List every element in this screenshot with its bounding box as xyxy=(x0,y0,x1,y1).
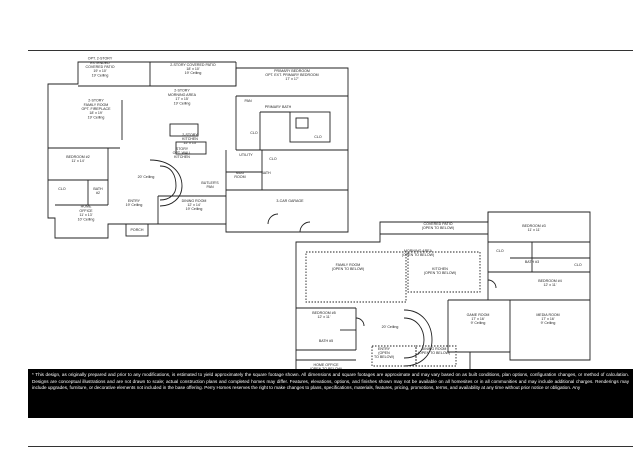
room-label-covered-patio: 18' x 10' xyxy=(186,67,199,71)
room-label-study: KITCHEN xyxy=(174,155,190,159)
room-label-entry: 19' Ceiling xyxy=(126,203,143,207)
room-label-bath-5: BATH #5 xyxy=(319,339,333,343)
room-label-kitchen: KITCHEN xyxy=(182,137,198,141)
room-label-media-room: MEDIA ROOM xyxy=(536,313,559,317)
room-label-family-room: FAMILY ROOM xyxy=(84,103,109,107)
room-label-entry-2: ENTRY xyxy=(378,347,391,351)
room-label-mud-room: ROOM xyxy=(234,175,245,179)
room-label-bedroom-3: 11' x 11' xyxy=(528,228,541,232)
room-label-butlers-pan: PAN xyxy=(206,185,214,189)
room-label-entry-2: (OPEN xyxy=(378,351,390,355)
room-label-covered-patio: 2-STORY COVERED PATIO xyxy=(170,63,216,67)
room-label-bedroom-4: BEDROOM #4 xyxy=(538,279,562,283)
room-label-dining-room: 19' Ceiling xyxy=(186,207,203,211)
room-label-bath: BATH xyxy=(261,171,271,175)
room-label-bath-2: #2 xyxy=(96,191,100,195)
room-label-covered-patio: 19' Ceiling xyxy=(185,71,202,75)
room-label-entry-2: TO BELOW) xyxy=(374,355,394,359)
room-label-covered-patio-2: COVERED PATIO xyxy=(423,222,452,226)
room-label-game-room: 9' Ceiling xyxy=(471,321,486,325)
room-label-kitchen-2: KITCHEN xyxy=(432,267,448,271)
room-label-study: OPT. WALL xyxy=(173,151,192,155)
room-label-clo-6: CLO xyxy=(574,263,582,267)
room-label-bedroom-5: BEDROOM #5 xyxy=(312,311,336,315)
room-label-bath-2: BATH xyxy=(93,187,103,191)
room-label-stair-ceiling-2: 20' Ceiling xyxy=(382,325,399,329)
room-label-mud-room: MUD xyxy=(236,171,245,175)
room-label-morning-area: 17' x 15' xyxy=(175,97,188,101)
room-label-home-office: OFFICE xyxy=(79,209,93,213)
room-label-opt-covered-patio: OPT. 2-STORY xyxy=(88,57,113,61)
room-label-morning-area-2: MORNING AREA xyxy=(404,249,433,253)
room-label-garage: 3-CAR GARAGE xyxy=(276,199,304,203)
room-label-primary-bath: PRIMARY BATH xyxy=(265,105,292,109)
room-label-utility: UTILITY xyxy=(239,153,253,157)
room-label-morning-area-2: (OPEN TO BELOW) xyxy=(402,253,434,257)
floor-1-walls xyxy=(47,61,349,239)
room-label-clo-3: CLO xyxy=(269,157,277,161)
floor-2-labels: COVERED PATIO(OPEN TO BELOW)BEDROOM #311… xyxy=(310,222,582,371)
room-label-morning-area: 19' Ceiling xyxy=(174,101,191,105)
room-label-media-room: 17' x 16' xyxy=(541,317,554,321)
room-label-media-room: 9' Ceiling xyxy=(541,321,556,325)
bottom-rule xyxy=(28,446,633,447)
room-label-game-room: 17' x 16' xyxy=(471,317,484,321)
room-label-stair-ceiling: 20' Ceiling xyxy=(138,175,155,179)
room-label-kitchen: 15' x 13' xyxy=(183,141,196,145)
room-label-family-room: 2-STORY xyxy=(88,99,104,103)
room-label-family-room: OPT. FIREPLACE xyxy=(82,107,112,111)
room-label-home-office: HOME xyxy=(81,205,92,209)
room-label-dining-room: 12' x 14' xyxy=(187,203,200,207)
room-label-bedroom-2: 11' x 14' xyxy=(72,159,85,163)
room-label-primary-bedroom: OPT. EXT. PRIMARY BEDROOM xyxy=(265,73,318,77)
room-label-porch: PORCH xyxy=(131,228,144,232)
room-label-family-room: 19' Ceiling xyxy=(88,115,105,119)
room-label-kitchen-2: (OPEN TO BELOW) xyxy=(424,271,456,275)
room-label-home-office: 11' x 13' xyxy=(80,213,93,217)
room-label-clo-4: CLO xyxy=(58,187,66,191)
room-label-family-room: 18' x 19' xyxy=(89,111,102,115)
room-label-primary-bedroom: PRIMARY BEDROOM xyxy=(274,69,310,73)
room-label-dining-room-2: (OPEN TO BELOW) xyxy=(418,351,450,355)
room-label-bedroom-5: 12' x 11' xyxy=(318,315,331,319)
top-rule xyxy=(28,50,633,51)
room-label-bath-3: BATH #3 xyxy=(525,260,539,264)
room-label-covered-patio-2: (OPEN TO BELOW) xyxy=(422,226,454,230)
room-label-primary-bedroom: 17' x 17' xyxy=(285,77,298,81)
room-label-study: STORY xyxy=(176,147,189,151)
room-label-kitchen: 2-STORY xyxy=(182,133,198,137)
room-label-home-office: 10' Ceiling xyxy=(78,217,95,221)
room-label-entry: ENTRY xyxy=(128,199,141,203)
room-label-clo-2: CLO xyxy=(314,135,322,139)
room-label-family-room-2: (OPEN TO BELOW) xyxy=(332,267,364,271)
room-label-dining-room: DINING ROOM xyxy=(182,199,207,203)
disclaimer-text: * This design, as originally prepared an… xyxy=(28,369,633,418)
room-label-home-office-2: HOME OFFICE xyxy=(314,363,340,367)
room-label-morning-area: MORNING AREA xyxy=(168,93,197,97)
room-label-opt-covered-patio: 19' Ceiling xyxy=(92,73,109,77)
room-label-clo-1: CLO xyxy=(250,131,258,135)
room-label-game-room: GAME ROOM xyxy=(467,313,490,317)
room-label-butlers-pan: BUTLER'S xyxy=(201,181,219,185)
room-label-clo-5: CLO xyxy=(496,249,504,253)
room-label-opt-covered-patio: COVERED PATIO xyxy=(85,65,114,69)
room-label-dining-room-2: DINING ROOM xyxy=(422,347,447,351)
floor-2-walls xyxy=(295,211,591,385)
room-label-bedroom-3: BEDROOM #3 xyxy=(522,224,546,228)
room-label-opt-covered-patio: 19' x 10' xyxy=(93,69,106,73)
room-label-bedroom-4: 12' x 11' xyxy=(544,283,557,287)
room-label-opt-covered-patio: EXTENDED xyxy=(90,61,110,65)
room-label-pan: PAN xyxy=(244,99,252,103)
room-label-bedroom-2: BEDROOM #2 xyxy=(66,155,90,159)
room-label-morning-area: 2-STORY xyxy=(174,89,190,93)
room-label-family-room-2: FAMILY ROOM xyxy=(336,263,361,267)
